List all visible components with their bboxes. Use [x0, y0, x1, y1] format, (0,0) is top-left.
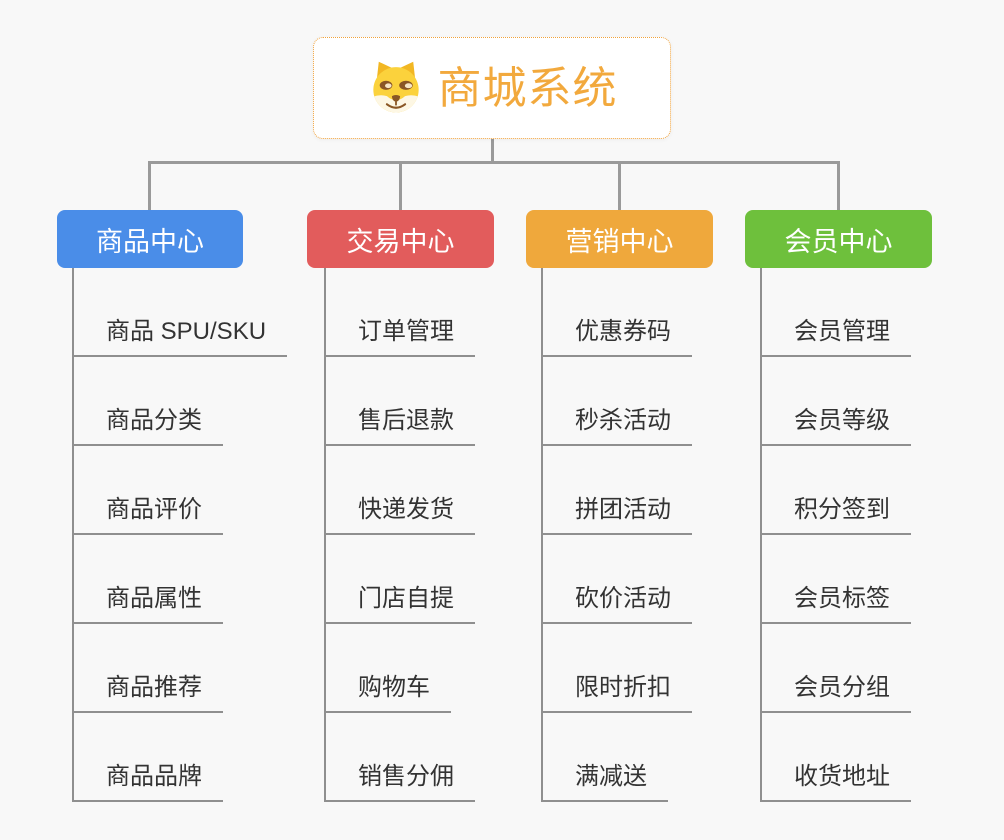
- leaf-node[interactable]: 门店自提: [324, 584, 475, 624]
- leaf-node[interactable]: 售后退款: [324, 406, 475, 446]
- branch-product-center[interactable]: 商品中心: [57, 210, 243, 268]
- leaf-node[interactable]: 商品品牌: [72, 762, 223, 802]
- connector-horizontal: [149, 161, 840, 164]
- leaf-node[interactable]: 砍价活动: [541, 584, 692, 624]
- leaf-label: 商品评价: [72, 495, 223, 535]
- root-node[interactable]: 商城系统: [313, 37, 671, 139]
- leaf-label: 商品 SPU/SKU: [72, 317, 288, 357]
- leaf-node[interactable]: 限时折扣: [541, 673, 692, 713]
- leaf-label: 商品属性: [72, 584, 223, 624]
- leaf-label: 会员管理: [760, 317, 911, 357]
- leaf-label: 商品品牌: [72, 762, 223, 802]
- connector-drop-marketing: [618, 161, 621, 211]
- leaf-label: 快递发货: [324, 495, 475, 535]
- leaf-label: 商品推荐: [72, 673, 223, 713]
- leaf-label: 收货地址: [760, 762, 911, 802]
- leaf-label: 商品分类: [72, 406, 223, 446]
- leaf-label: 会员等级: [760, 406, 911, 446]
- leaf-label: 砍价活动: [541, 584, 692, 624]
- branch-trade-center[interactable]: 交易中心: [307, 210, 494, 268]
- leaf-node[interactable]: 商品推荐: [72, 673, 223, 713]
- leaf-node[interactable]: 收货地址: [760, 762, 911, 802]
- leaf-node[interactable]: 购物车: [324, 673, 451, 713]
- leaf-node[interactable]: 商品属性: [72, 584, 223, 624]
- leaf-label: 满减送: [541, 762, 668, 802]
- leaf-node[interactable]: 商品评价: [72, 495, 223, 535]
- branch-label: 会员中心: [784, 226, 893, 257]
- leaf-label: 订单管理: [324, 317, 475, 357]
- root-title: 商城系统: [437, 64, 618, 113]
- leaf-node[interactable]: 会员分组: [760, 673, 911, 713]
- leaf-label: 积分签到: [760, 495, 911, 535]
- leaf-label: 限时折扣: [541, 673, 692, 713]
- branch-marketing-center[interactable]: 营销中心: [526, 210, 713, 268]
- leaf-node[interactable]: 销售分佣: [324, 762, 475, 802]
- connector-drop-member: [837, 161, 840, 211]
- branch-member-center[interactable]: 会员中心: [745, 210, 932, 268]
- leaf-label: 销售分佣: [324, 762, 475, 802]
- leaf-label: 门店自提: [324, 584, 475, 624]
- leaf-node[interactable]: 会员管理: [760, 317, 911, 357]
- leaf-node[interactable]: 会员标签: [760, 584, 911, 624]
- leaf-node[interactable]: 积分签到: [760, 495, 911, 535]
- doge-icon: [367, 59, 425, 117]
- leaf-label: 秒杀活动: [541, 406, 692, 446]
- leaf-label: 拼团活动: [541, 495, 692, 535]
- connector-root-vertical: [491, 138, 494, 164]
- leaf-node[interactable]: 订单管理: [324, 317, 475, 357]
- leaf-label: 会员分组: [760, 673, 911, 713]
- branch-label: 交易中心: [346, 226, 455, 257]
- leaf-node[interactable]: 满减送: [541, 762, 668, 802]
- connector-drop-trade: [399, 161, 402, 211]
- leaf-node[interactable]: 优惠券码: [541, 317, 692, 357]
- branch-label: 营销中心: [565, 226, 674, 257]
- leaf-node[interactable]: 商品分类: [72, 406, 223, 446]
- leaf-node[interactable]: 秒杀活动: [541, 406, 692, 446]
- leaf-node[interactable]: 会员等级: [760, 406, 911, 446]
- leaf-label: 售后退款: [324, 406, 475, 446]
- leaf-label: 优惠券码: [541, 317, 692, 357]
- leaf-node[interactable]: 拼团活动: [541, 495, 692, 535]
- branch-label: 商品中心: [96, 226, 204, 257]
- leaf-label: 会员标签: [760, 584, 911, 624]
- leaf-node[interactable]: 商品 SPU/SKU: [72, 317, 288, 357]
- connector-drop-product: [148, 161, 151, 211]
- leaf-label: 购物车: [324, 673, 451, 713]
- leaf-node[interactable]: 快递发货: [324, 495, 475, 535]
